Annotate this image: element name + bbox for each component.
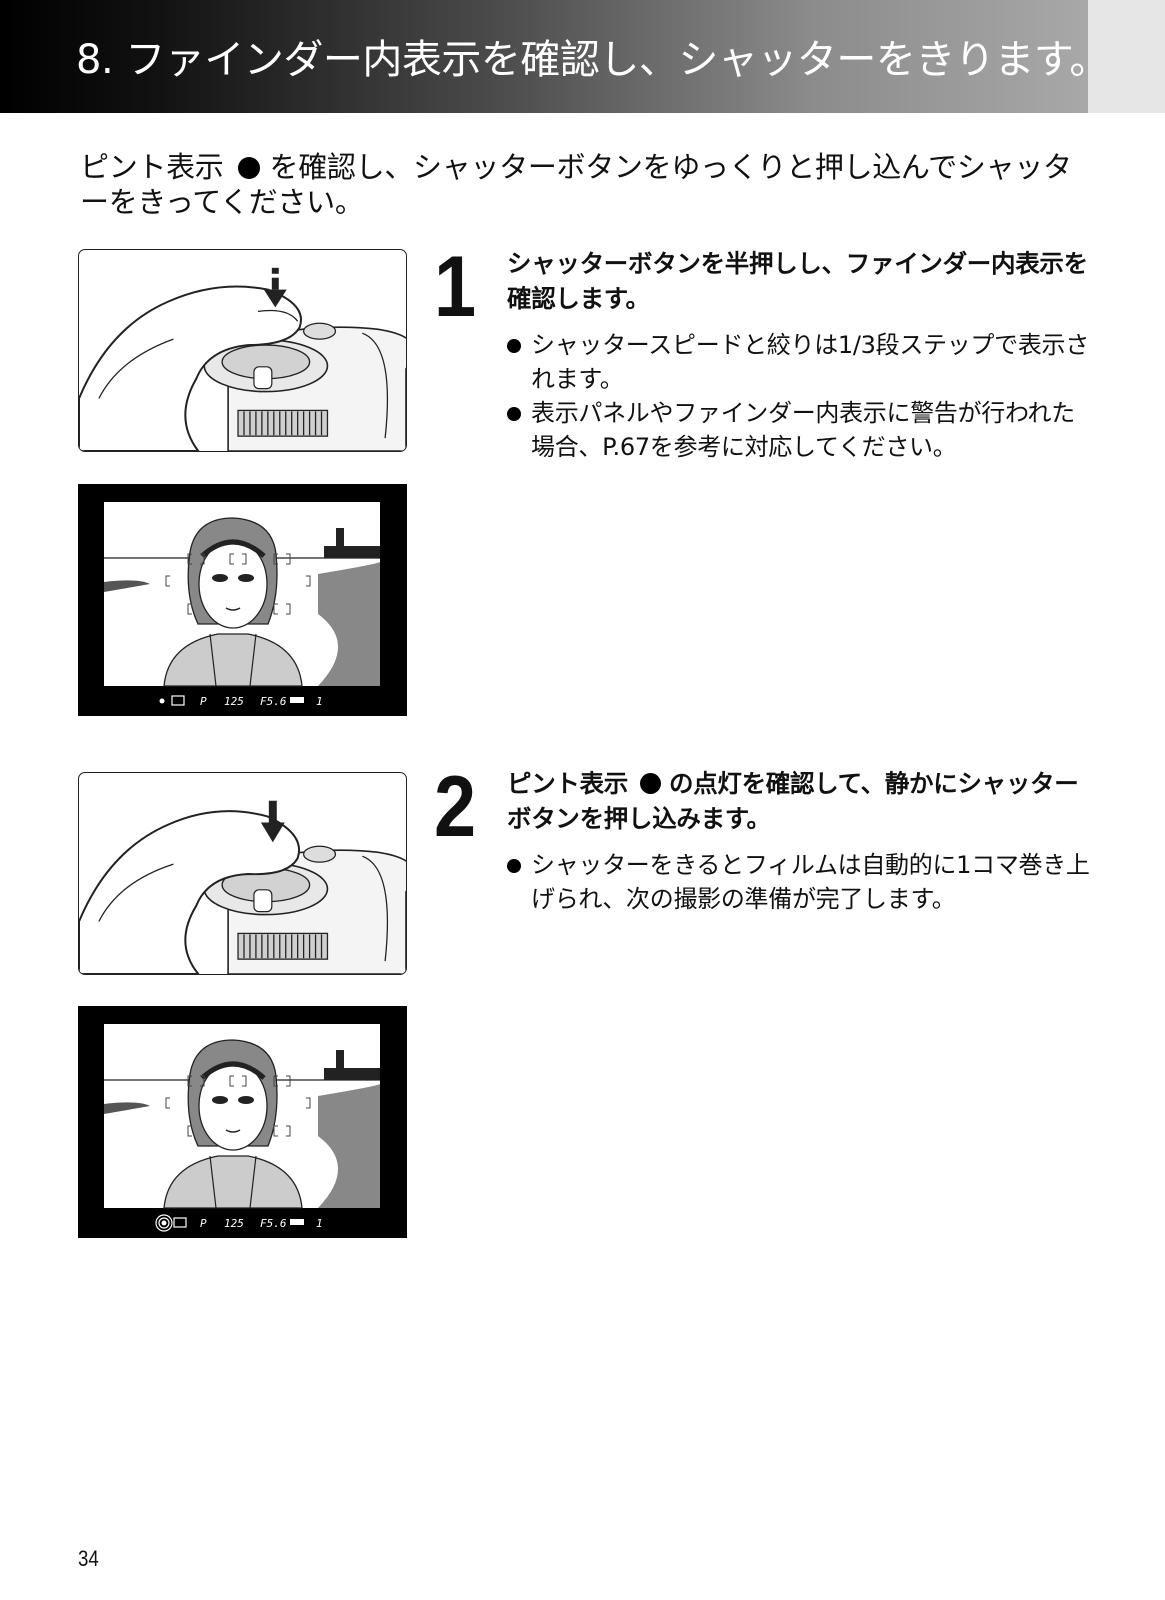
vf-shutter: 125 (224, 1217, 244, 1230)
step2-heading-before: ピント表示 (507, 769, 628, 798)
intro-after: を確認し、シャッターボタンをゆっくりと押し込んでシャッターをきってください。 (80, 150, 1072, 219)
step1-bullets: シャッタースピードと絞りは1/3段ステップで表示されます。 表示パネルやファイン… (507, 328, 1092, 464)
step1-shutter-half-press-illustration (78, 249, 407, 452)
step2-bullets: シャッターをきるとフィルムは自動的に1コマ巻き上げられ、次の撮影の準備が完了しま… (507, 848, 1092, 916)
step2-heading-after: の点灯を確認して、静かにシャッターボタンを押し込みます。 (507, 769, 1079, 833)
page-number: 34 (78, 1546, 99, 1571)
vf-frame: 1 (316, 695, 323, 708)
list-item: シャッタースピードと絞りは1/3段ステップで表示されます。 (507, 328, 1092, 396)
vf-mode: P (200, 695, 207, 708)
header-tab (1088, 0, 1165, 113)
vf-mode: P (200, 1217, 207, 1230)
vf-aperture: F5.6 (260, 1217, 287, 1230)
intro-text: ピント表示を確認し、シャッターボタンをゆっくりと押し込んでシャッターをきってくだ… (80, 150, 1090, 220)
intro-before: ピント表示 (80, 150, 224, 184)
focus-indicator-icon (237, 157, 260, 179)
vf-shutter: 125 (224, 695, 244, 708)
step1-viewfinder-illustration: P 125 F5.6 1 (78, 484, 407, 716)
step1-heading: シャッターボタンを半押しし、ファインダー内表示を確認します。 (507, 249, 1088, 313)
step2-heading: ピント表示の点灯を確認して、静かにシャッターボタンを押し込みます。 (507, 766, 1092, 836)
step2-viewfinder-illustration: P 125 F5.6 1 (78, 1006, 407, 1238)
header-bar (0, 0, 1088, 113)
vf-frame: 1 (316, 1217, 323, 1230)
step-number-2: 2 (434, 759, 477, 855)
list-item: シャッターをきるとフィルムは自動的に1コマ巻き上げられ、次の撮影の準備が完了しま… (507, 848, 1092, 916)
page-title: 8. ファインダー内表示を確認し、シャッターをきります。 (76, 37, 1109, 83)
vf-aperture: F5.6 (260, 695, 287, 708)
list-item: 表示パネルやファインダー内表示に警告が行われた場合、P.67を参考に対応してくだ… (507, 396, 1092, 464)
step2-shutter-full-press-illustration (78, 772, 407, 975)
focus-indicator-icon (640, 773, 661, 794)
step-number-1: 1 (434, 239, 477, 335)
